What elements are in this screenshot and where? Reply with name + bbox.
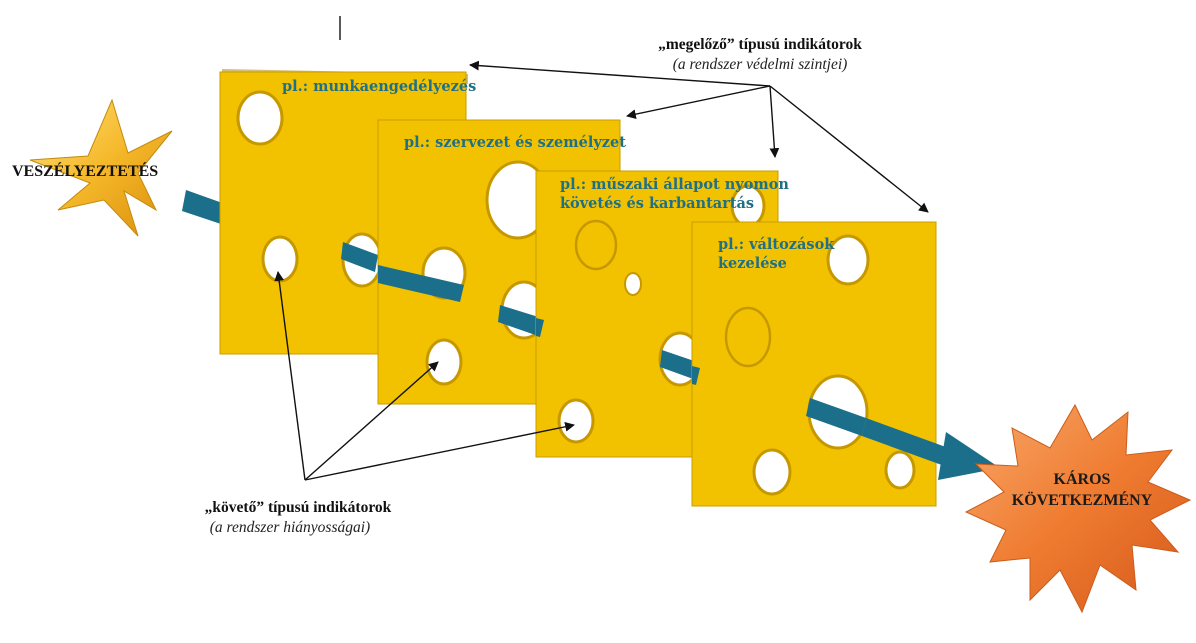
hazard-star-icon: [29, 98, 173, 237]
slab-4-label: pl.: változások kezelése: [718, 236, 839, 272]
slab-hole: [826, 234, 870, 286]
slab-3-label-line-2: követés és karbantartás: [560, 195, 754, 212]
slab-hole: [724, 306, 772, 368]
leading-indicator-arrows: [469, 60, 929, 213]
harm-label-line-1: KÁROS: [1054, 469, 1111, 488]
slab-hole: [557, 398, 595, 444]
slab-2-label: pl.: szervezet és személyzet: [404, 134, 626, 151]
slab-3-label: pl.: műszaki állapot nyomon követés és k…: [560, 176, 794, 212]
lagging-indicators-subtitle: (a rendszer hiányosságai): [210, 519, 370, 536]
lagging-indicators-title: „követő” típusú indikátorok: [205, 499, 392, 516]
slab-2-label-line-1: pl.: szervezet és személyzet: [404, 134, 626, 151]
slab-hole: [236, 90, 284, 146]
slab-4-label-line-2: kezelése: [718, 255, 787, 272]
slab-1-label-line-1: pl.: munkaengedélyezés: [282, 78, 476, 95]
hazard-label: VESZÉLYEZTETÉS: [12, 161, 158, 180]
slab-hole: [624, 272, 642, 296]
harm-label-line-2: KÖVETKEZMÉNY: [1012, 490, 1153, 509]
harm-burst-icon: [964, 403, 1192, 614]
slab-hole: [884, 450, 916, 490]
slab-hole: [425, 338, 463, 386]
slab-1-label: pl.: munkaengedélyezés: [282, 78, 476, 95]
leading-indicators-subtitle: (a rendszer védelmi szintjei): [673, 56, 848, 73]
leading-indicators-title: „megelőző” típusú indikátorok: [658, 36, 862, 53]
hazard-trajectory-segment: [182, 190, 228, 225]
slab-4-label-line-1: pl.: változások: [718, 236, 835, 253]
slab-hole: [574, 219, 618, 271]
slab-3-label-line-1: pl.: műszaki állapot nyomon: [560, 176, 789, 193]
lagging-indicator-arrows: [274, 271, 575, 481]
slab-hole: [261, 235, 299, 283]
slab-hole: [752, 448, 792, 496]
defense-layer-4: pl.: változások kezelése: [691, 221, 937, 507]
